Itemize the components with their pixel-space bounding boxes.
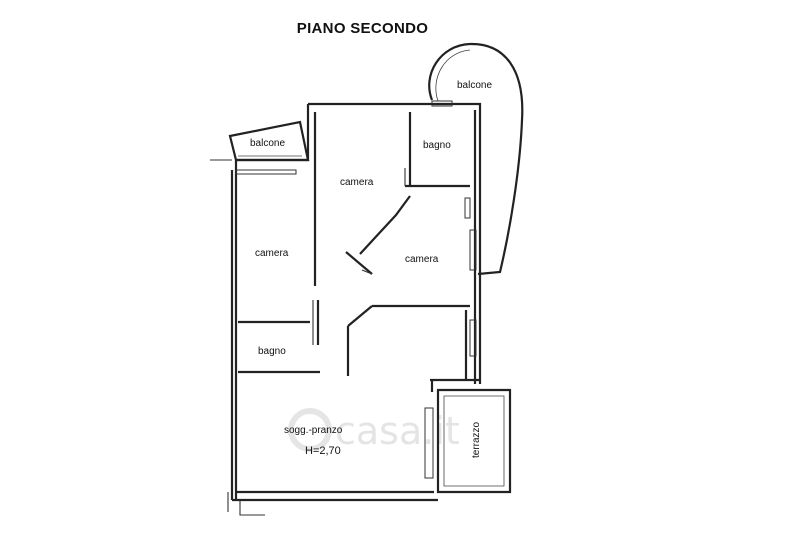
label-bagno-bottom: bagno (258, 346, 286, 357)
balcony-curve-inner (435, 49, 471, 102)
window-corridor (469, 319, 477, 357)
window-marks (235, 100, 477, 479)
label-soggiorno: sogg.-pranzo (284, 425, 343, 436)
watermark-logo-icon (288, 408, 332, 452)
wall-top-right (308, 102, 482, 384)
door-camera-right (464, 197, 471, 219)
balcony-curve-wall (428, 42, 524, 276)
window-camera-right (469, 229, 477, 271)
label-height: H=2,70 (305, 445, 341, 457)
terrazzo (436, 388, 512, 494)
window-camera-left (235, 169, 297, 175)
terrazzo-rail (443, 395, 505, 487)
wall-camera-right-diagonal (359, 195, 411, 255)
label-camera-top: camera (340, 177, 374, 188)
outer-walls (210, 102, 482, 516)
label-camera-left: camera (255, 248, 289, 259)
terrazzo-outline (436, 388, 512, 494)
wall-stub-bottom-2 (239, 500, 265, 516)
interior-walls (238, 112, 480, 392)
watermark-text: casa.it (335, 409, 460, 453)
label-bagno-top: bagno (423, 140, 451, 151)
wall-door-swing (345, 251, 373, 275)
floor-title: PIANO SECONDO (296, 20, 429, 37)
label-camera-right: camera (405, 254, 439, 265)
balcony-left-outline (228, 120, 310, 162)
label-balcone-left: balcone (250, 138, 285, 149)
door-terrazzo (424, 407, 434, 479)
balcony-left (228, 120, 310, 162)
window-bagno-top (431, 100, 453, 107)
wall-door-stub (361, 269, 373, 275)
label-balcone-top: balcone (457, 80, 492, 91)
label-terrazzo: terrazzo (471, 421, 482, 458)
wall-corridor-diagonal (347, 305, 373, 327)
